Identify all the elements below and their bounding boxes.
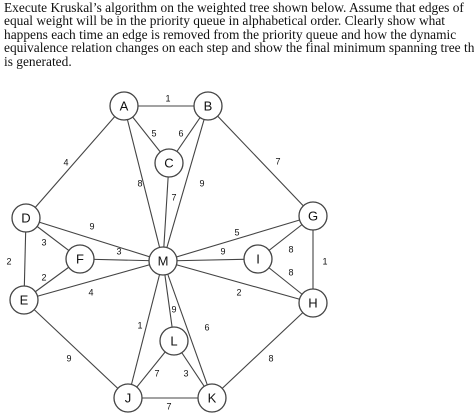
edge-weight-e-j: 9 — [66, 353, 71, 363]
node-d: D — [11, 203, 41, 233]
edge-e-m — [23, 260, 164, 301]
question-line-5: is generated. — [4, 53, 72, 69]
edge-h-k — [211, 302, 314, 399]
edge-weight-b-g: 7 — [275, 156, 280, 166]
node-c: C — [154, 148, 184, 178]
question-text: Execute Kruskal’s algorithm on the weigh… — [4, 0, 474, 69]
edge-weight-m-j: 1 — [137, 320, 142, 330]
edge-weight-a-c: 5 — [151, 128, 156, 138]
node-label-g: G — [308, 208, 318, 223]
node-label-h: H — [308, 295, 317, 310]
question-line-3: happens each time an edge is removed fro… — [4, 26, 457, 42]
edge-c-m — [162, 162, 170, 262]
node-circle-m — [148, 246, 178, 276]
node-circle-e — [9, 285, 39, 315]
node-label-e: E — [20, 292, 29, 307]
node-f: F — [65, 244, 95, 274]
edge-weight-d-m: 9 — [89, 221, 94, 231]
node-circle-h — [298, 288, 328, 318]
edge-weight-m-k: 6 — [204, 322, 209, 332]
edge-b-g — [207, 105, 314, 217]
node-circle-c — [154, 148, 184, 178]
node-k: K — [197, 383, 227, 413]
nodes-layer: A B C D G F M I E H L J K — [9, 91, 328, 413]
edge-g-m — [162, 215, 314, 262]
node-label-f: F — [76, 251, 84, 266]
node-g: G — [298, 201, 328, 231]
edge-weight-c-m: 7 — [171, 192, 176, 202]
node-label-c: C — [164, 155, 173, 170]
edge-weight-g-m: 5 — [234, 227, 239, 237]
node-j: J — [113, 383, 143, 413]
node-label-k: K — [208, 390, 217, 405]
edge-weight-a-m: 8 — [137, 178, 142, 188]
edge-weight-g-h: 1 — [322, 256, 327, 266]
edge-weight-h-m: 2 — [236, 287, 241, 297]
node-circle-d — [11, 203, 41, 233]
edge-e-j — [23, 299, 129, 399]
edge-weight-f-m: 3 — [116, 246, 121, 256]
node-circle-a — [109, 91, 139, 121]
node-circle-g — [298, 201, 328, 231]
edge-weight-m-l: 9 — [171, 304, 176, 314]
edge-weight-d-f: 3 — [41, 237, 46, 247]
edge-m-j — [127, 260, 164, 399]
edge-a-m — [123, 105, 164, 262]
node-e: E — [9, 285, 39, 315]
node-circle-k — [197, 383, 227, 413]
edge-weight-g-i: 8 — [288, 244, 293, 254]
node-label-j: J — [125, 390, 132, 405]
edge-weight-d-e: 2 — [6, 256, 11, 266]
edge-weight-b-c: 6 — [178, 128, 183, 138]
edge-i-m — [162, 258, 259, 262]
edge-weight-h-k: 8 — [268, 353, 273, 363]
edge-a-d — [25, 105, 125, 219]
node-b: B — [193, 91, 223, 121]
node-circle-i — [243, 244, 273, 274]
node-h: H — [298, 288, 328, 318]
node-circle-j — [113, 383, 143, 413]
node-label-l: L — [170, 333, 177, 348]
node-circle-b — [193, 91, 223, 121]
question-line-2: equal weight will be in the priority que… — [4, 13, 446, 29]
edge-b-m — [162, 105, 209, 262]
node-label-i: I — [256, 251, 260, 266]
edge-weight-b-m: 9 — [199, 178, 204, 188]
edge-weight-f-e: 2 — [41, 272, 46, 282]
node-label-m: M — [158, 253, 169, 268]
node-label-b: B — [204, 98, 213, 113]
edge-weight-j-k: 7 — [166, 401, 171, 411]
edge-weight-a-d: 4 — [63, 157, 68, 167]
question-line-1: Execute Kruskal’s algorithm on the weigh… — [4, 0, 464, 15]
edge-weight-l-k: 3 — [183, 368, 188, 378]
node-a: A — [109, 91, 139, 121]
edge-weight-a-b: 1 — [165, 93, 170, 103]
node-l: L — [159, 326, 189, 356]
node-i: I — [243, 244, 273, 274]
question-line-4: equivalence relation changes on each ste… — [4, 40, 474, 56]
edge-weight-i-h: 8 — [288, 267, 293, 277]
edge-m-k — [162, 260, 213, 399]
node-circle-l — [159, 326, 189, 356]
node-label-d: D — [21, 210, 30, 225]
edge-d-m — [25, 217, 164, 262]
node-label-a: A — [120, 98, 129, 113]
edge-weight-l-j: 7 — [154, 368, 159, 378]
edge-weight-i-m: 9 — [220, 246, 225, 256]
node-circle-f — [65, 244, 95, 274]
node-m: M — [148, 246, 178, 276]
edge-h-m — [162, 260, 314, 304]
edge-weight-e-m: 4 — [88, 287, 93, 297]
